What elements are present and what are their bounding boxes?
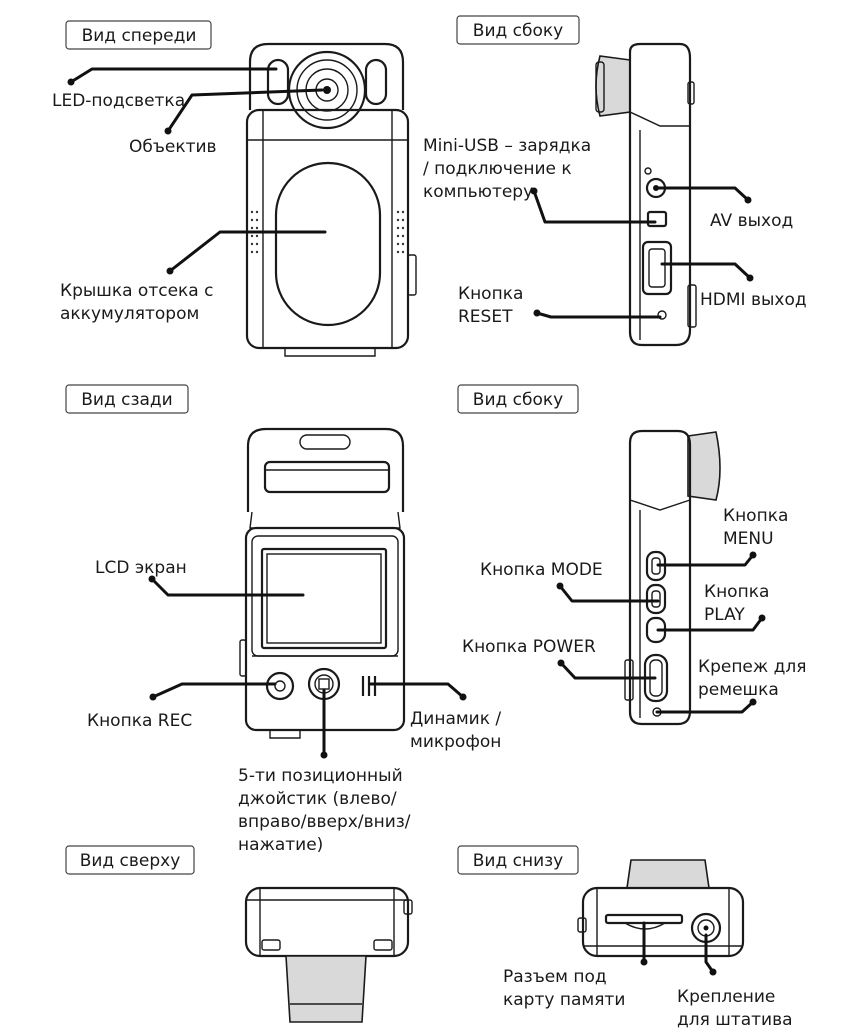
camera-bottom-view xyxy=(577,859,745,958)
label-card-2: карту памяти xyxy=(503,990,625,1010)
label-reset-2: RESET xyxy=(458,307,513,327)
label-joystick-1: 5-ти позиционный xyxy=(238,766,403,786)
battery-cover xyxy=(274,161,382,327)
camera-front-view xyxy=(245,42,417,357)
view-tab-front: Вид спереди xyxy=(65,20,212,50)
speaker-grille xyxy=(361,676,377,696)
label-play-1: Кнопка xyxy=(704,582,769,602)
label-reset-1: Кнопка xyxy=(458,284,523,304)
label-card-1: Разъем под xyxy=(503,967,607,987)
label-play-2: PLAY xyxy=(704,605,745,625)
rec-button-icon[interactable] xyxy=(265,671,295,701)
view-tab-side-2: Вид сбоку xyxy=(457,384,579,414)
label-tripod-1: Крепление xyxy=(677,987,775,1007)
view-tab-bottom-label: Вид снизу xyxy=(473,851,563,871)
label-joystick-3: вправо/вверх/вниз/ xyxy=(238,812,411,832)
label-miniusb-3: компьютеру xyxy=(423,182,533,202)
reset-button-icon[interactable] xyxy=(657,310,667,320)
label-joystick-4: нажатие) xyxy=(238,835,323,855)
led-right-icon xyxy=(364,58,388,106)
view-tab-top-label: Вид сверху xyxy=(80,851,181,871)
label-lcd: LCD экран xyxy=(95,558,187,578)
camera-side-view-1 xyxy=(595,42,697,347)
view-tab-bottom: Вид снизу xyxy=(457,845,579,875)
lcd-screen xyxy=(260,547,388,650)
view-tab-side-2-label: Вид сбоку xyxy=(473,390,563,410)
view-tab-back-label: Вид сзади xyxy=(81,390,172,410)
label-joystick-2: джойстик (влево/ xyxy=(238,789,397,809)
label-mode: Кнопка MODE xyxy=(480,560,603,580)
label-speaker-1: Динамик / xyxy=(410,709,501,729)
label-battery-1: Крышка отсека с xyxy=(60,281,213,301)
menu-button-icon[interactable] xyxy=(645,583,667,615)
label-menu-2: MENU xyxy=(723,529,774,549)
mini-usb-port-icon xyxy=(646,210,668,228)
back-leaders xyxy=(148,575,467,759)
power-led-icon xyxy=(644,167,652,175)
view-tab-side-1-label: Вид сбоку xyxy=(473,21,563,41)
label-rec: Кнопка REC xyxy=(87,711,192,731)
side1-leaders xyxy=(530,186,754,319)
led-left-icon xyxy=(266,58,290,106)
label-miniusb-2: / подключение к xyxy=(423,159,572,179)
label-led: LED-подсветка xyxy=(52,91,185,111)
bottom-leaders xyxy=(640,921,717,976)
label-miniusb-1: Mini-USB – зарядка xyxy=(423,136,591,156)
view-tab-front-label: Вид спереди xyxy=(82,26,197,46)
label-strap-2: ремешка xyxy=(698,680,779,700)
label-strap-1: Крепеж для xyxy=(698,657,806,677)
label-tripod-2: для штатива xyxy=(677,1010,793,1030)
front-dots xyxy=(250,210,405,254)
side2-leaders xyxy=(556,551,766,714)
view-tab-back: Вид сзади xyxy=(65,384,189,414)
label-menu-1: Кнопка xyxy=(723,506,788,526)
label-lens: Объектив xyxy=(129,137,217,157)
label-speaker-2: микрофон xyxy=(410,732,501,752)
camera-top-view xyxy=(244,886,413,1023)
camera-back-view xyxy=(239,427,406,739)
view-tab-top: Вид сверху xyxy=(65,845,195,875)
view-tab-side-1: Вид сбоку xyxy=(456,15,580,45)
label-hdmi: HDMI выход xyxy=(700,290,807,310)
label-av: AV выход xyxy=(710,211,793,231)
hdmi-port-icon xyxy=(641,240,673,296)
label-battery-2: аккумулятором xyxy=(60,304,199,324)
top-lens-icon xyxy=(285,955,367,1023)
front-leaders xyxy=(67,67,327,275)
label-power: Кнопка POWER xyxy=(462,637,596,657)
